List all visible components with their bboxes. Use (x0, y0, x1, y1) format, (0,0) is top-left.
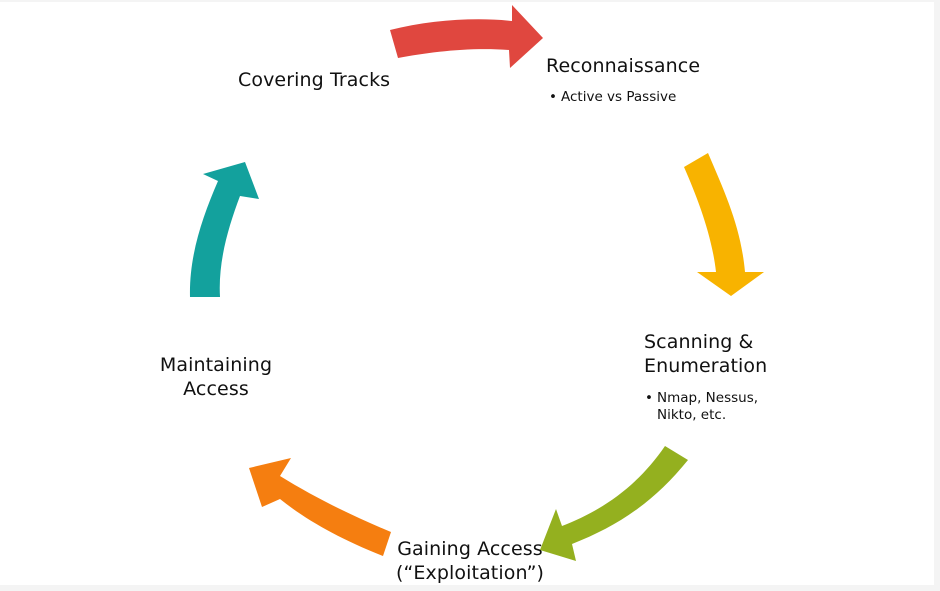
frame-right-edge (934, 0, 940, 591)
stage-title-line: Maintaining (159, 354, 273, 376)
stage-title-line: Scanning & (644, 331, 754, 353)
scanning-notes: Nmap, Nessus, Nikto, etc. (645, 390, 758, 424)
stage-title-reconnaissance: Reconnaissance (546, 54, 700, 78)
stage-title-line: Reconnaissance (546, 55, 701, 77)
stage-title-line: (“Exploitation”) (395, 562, 545, 584)
stage-title-maintaining-access: Maintaining Access (150, 353, 282, 401)
frame-bottom-edge (0, 585, 940, 591)
arrow-to-covering-tracks (189, 162, 259, 297)
stage-title-line: Covering Tracks (238, 69, 391, 91)
bullet-line: Nmap, Nessus, (657, 390, 759, 406)
bullet-line: Nikto, etc. (657, 407, 727, 423)
stage-title-covering-tracks: Covering Tracks (238, 68, 390, 92)
stage-title-line: Gaining Access (397, 538, 543, 560)
bullet-item: Active vs Passive (549, 89, 676, 106)
reconnaissance-notes: Active vs Passive (549, 89, 676, 106)
frame-top-edge (0, 0, 940, 2)
stage-title-line: Enumeration (644, 355, 768, 377)
stage-title-gaining-access: Gaining Access (“Exploitation”) (380, 537, 560, 585)
stage-title-line: Access (183, 378, 249, 400)
bullet-item: Nmap, Nessus, Nikto, etc. (645, 390, 758, 424)
arrow-to-reconnaissance (390, 5, 543, 68)
stage-title-scanning: Scanning & Enumeration (644, 330, 767, 378)
arrow-to-gaining-access (540, 446, 688, 561)
arrow-to-maintaining-access (249, 458, 391, 556)
arrow-to-scanning (684, 153, 764, 296)
